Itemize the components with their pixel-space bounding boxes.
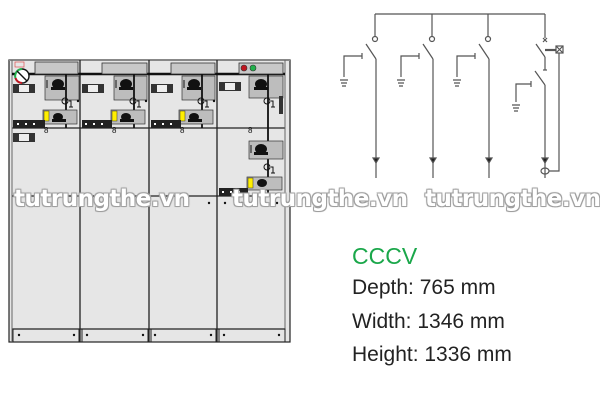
green-indicator-light-icon [249,64,257,72]
watermark-text: tutrungthe.vn [14,186,190,212]
cubicle-mechanisms: 8 8 8 [13,74,284,196]
watermark-text: tutrungthe.vn [425,186,600,212]
panel-screws [17,201,281,337]
spec-depth: Depth: 765 mm [352,276,496,299]
feeder-3-switch [453,14,494,178]
gauge-icon [14,61,30,84]
red-indicator-light-icon [240,64,248,72]
svg-text:8: 8 [180,126,185,135]
watermark-text: tutrungthe.vn [232,186,408,212]
svg-text:8: 8 [112,126,117,135]
product-name: CCCV [352,243,418,269]
feeder-4-circuit-breaker [512,14,564,178]
feeder-1-switch [340,14,381,178]
svg-text:8: 8 [44,126,49,135]
feeder-2-switch [397,14,438,178]
svg-text:8: 8 [248,126,253,135]
spec-height: Height: 1336 mm [352,343,512,366]
spec-width: Width: 1346 mm [352,310,505,333]
